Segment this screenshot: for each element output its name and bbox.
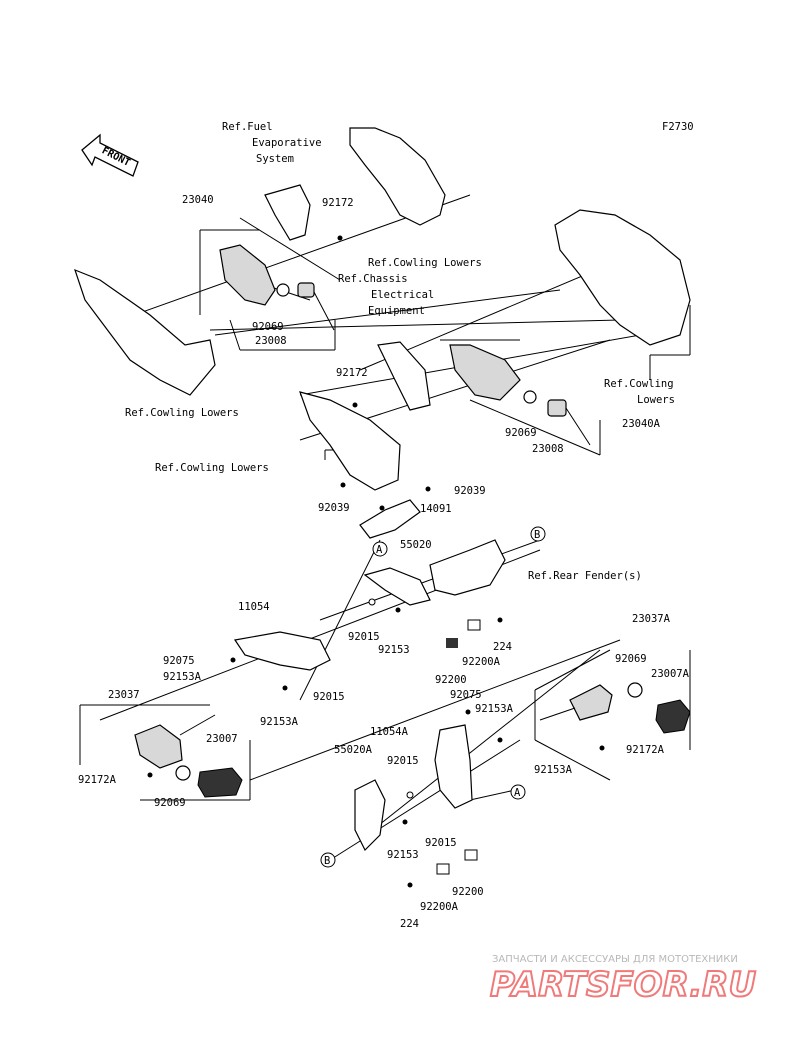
ref-chassis-line1: Ref.Chassis: [338, 273, 408, 285]
ref-chassis-line3: Equipment: [368, 305, 425, 317]
ref-rear-fender: Ref.Rear Fender(s): [528, 570, 642, 582]
part-label-92153-a: 92153: [378, 644, 410, 656]
part-label-92015-a: 92015: [348, 631, 380, 643]
marker-A-upper: [372, 541, 388, 557]
socket-23008-right: [547, 399, 567, 417]
part-label-92039-left: 92039: [318, 502, 350, 514]
turn-signal-housing-left: [219, 244, 276, 306]
part-label-92153A-left2: 92153A: [260, 716, 299, 728]
ref-fuel-line1: Ref.Fuel: [222, 121, 273, 133]
part-label-92172A-right: 92172A: [626, 744, 665, 756]
turn-signal-23037: [134, 724, 183, 769]
part-label-23037A: 23037A: [632, 613, 671, 625]
marker-B-lower-label: B: [324, 855, 330, 867]
part-label-92200-lower: 92200: [452, 886, 484, 898]
bulb-92069-left: [276, 283, 290, 297]
bracket-55020: [363, 567, 431, 606]
part-label-92153A-left1: 92153A: [163, 671, 202, 683]
part-label-92200-upper: 92200: [435, 674, 467, 686]
marker-B-lower: [320, 852, 336, 868]
lens-23007A: [655, 699, 691, 734]
bulb-92069-lower-left: [175, 765, 191, 781]
part-label-92015-b: 92015: [313, 691, 345, 703]
part-label-92015-c: 92015: [387, 755, 419, 767]
top-center-cowling: [349, 127, 446, 226]
part-label-224-upper: 224: [493, 641, 512, 653]
part-label-92069-upper: 92069: [252, 321, 284, 333]
part-label-23007: 23007: [206, 733, 238, 745]
socket-23008-left: [297, 282, 315, 298]
ref-chassis-line2: Electrical: [371, 289, 434, 301]
part-label-224-lower: 224: [400, 918, 419, 930]
fasteners: [147, 235, 605, 888]
ref-cowling-right-line1: Ref.Cowling: [604, 378, 674, 390]
part-label-92075-left: 92075: [163, 655, 195, 667]
part-label-11054A: 11054A: [370, 726, 409, 738]
bracket-11054: [233, 631, 331, 671]
marker-A-upper-label: A: [376, 544, 383, 556]
part-label-23037: 23037: [108, 689, 140, 701]
part-label-23007A: 23007A: [651, 668, 690, 680]
center-lower-cowling: [299, 391, 401, 491]
part-label-23040: 23040: [182, 194, 214, 206]
chassis-electrical-bracket: [377, 341, 431, 411]
ref-cowling-lowers-top: Ref.Cowling Lowers: [368, 257, 482, 269]
part-label-14091: 14091: [420, 503, 452, 515]
turn-signal-housing-right: [449, 344, 521, 401]
part-label-23008-mid: 23008: [532, 443, 564, 455]
part-label-92069-lower-right: 92069: [615, 653, 647, 665]
part-label-55020: 55020: [400, 539, 432, 551]
figure-code: F2730: [662, 121, 694, 133]
part-label-92075-right: 92075: [450, 689, 482, 701]
part-label-92172-mid: 92172: [336, 367, 368, 379]
part-label-92200A-upper: 92200A: [462, 656, 501, 668]
fuel-evap-bracket: [264, 184, 311, 241]
rear-fender-bracket: [429, 539, 506, 596]
marker-A-lower-label: A: [514, 787, 521, 799]
part-label-23040A: 23040A: [622, 418, 661, 430]
watermark-logo: PARTSFOR.RU: [490, 965, 756, 1005]
bracket-11054A: [434, 724, 473, 809]
ref-fuel-line2: Evaporative: [252, 137, 322, 149]
ref-cowling-right-line2: Lowers: [637, 394, 675, 406]
turn-signal-23037A: [569, 684, 613, 721]
part-label-92069-lower-left: 92069: [154, 797, 186, 809]
ref-fuel-line3: System: [256, 153, 294, 165]
part-label-92172-upper: 92172: [322, 197, 354, 209]
part-label-92153A-right2: 92153A: [534, 764, 573, 776]
part-label-92069-mid: 92069: [505, 427, 537, 439]
part-label-23008-upper: 23008: [255, 335, 287, 347]
ref-cowling-lowers-left: Ref.Cowling Lowers: [125, 407, 239, 419]
marker-A-lower: [510, 784, 526, 800]
part-label-92172A-left: 92172A: [78, 774, 117, 786]
part-label-92153-b: 92153: [387, 849, 419, 861]
bracket-14091: [359, 499, 421, 539]
lens-23007: [197, 767, 243, 798]
part-label-92200A-lower: 92200A: [420, 901, 459, 913]
part-label-92153A-right1: 92153A: [475, 703, 514, 715]
marker-B-upper: [530, 526, 546, 542]
bracket-55020A: [354, 779, 386, 852]
bulb-92069-right: [523, 390, 537, 404]
part-label-92039-right: 92039: [454, 485, 486, 497]
part-label-11054: 11054: [238, 601, 270, 613]
part-label-55020A: 55020A: [334, 744, 373, 756]
ref-cowling-lowers-center: Ref.Cowling Lowers: [155, 462, 269, 474]
part-label-92015-d: 92015: [425, 837, 457, 849]
bulb-92069-lower-right: [627, 682, 643, 698]
watermark-tagline: ЗАПЧАСТИ И АКСЕССУАРЫ ДЛЯ МОТОТЕХНИКИ: [492, 954, 738, 965]
left-cowling-panel: [74, 268, 216, 396]
front-arrow-icon: FRONT: [81, 133, 139, 177]
marker-B-upper-label: B: [534, 529, 540, 541]
right-cowling: [554, 209, 691, 346]
